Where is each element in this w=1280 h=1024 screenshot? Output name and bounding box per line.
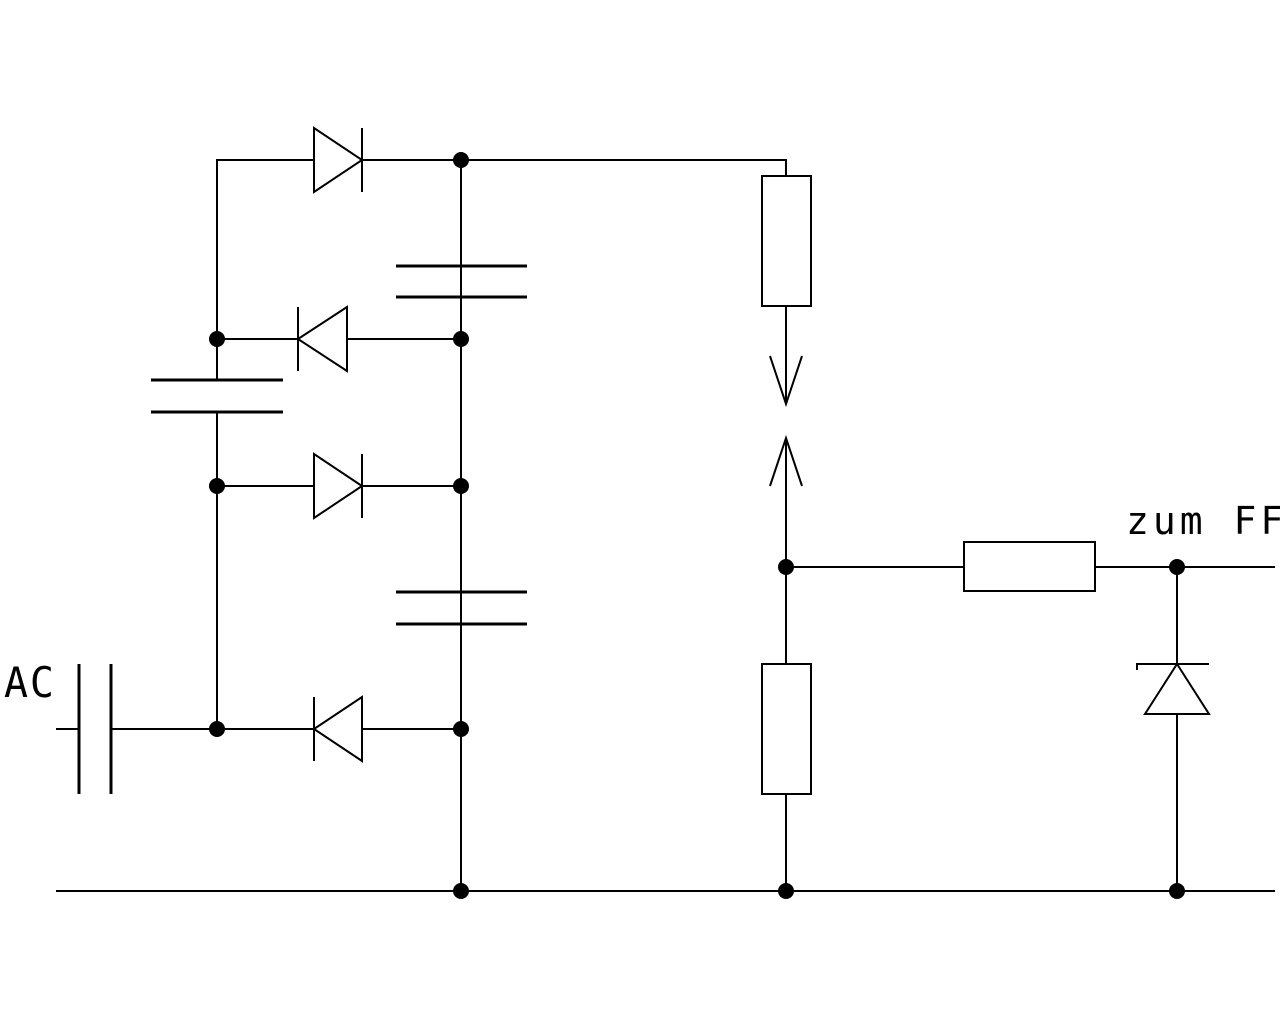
wires — [56, 159, 1275, 892]
junction-dot — [453, 478, 469, 494]
diode-4 — [312, 695, 363, 763]
ac-input-label: AC — [4, 658, 56, 707]
spark-gap — [769, 355, 803, 487]
junction-dot — [209, 721, 225, 737]
capacitors — [77, 264, 527, 794]
junction-dot — [453, 152, 469, 168]
capacitor-lower-right — [396, 590, 527, 626]
junction-dot — [453, 331, 469, 347]
junction-dot — [209, 331, 225, 347]
capacitor-ac-input — [77, 664, 113, 794]
resistors — [761, 175, 1096, 795]
spark-gap-lower-electrode — [769, 434, 803, 487]
spark-gap-upper-electrode — [769, 355, 803, 408]
junction-dot — [453, 883, 469, 899]
capacitor-left — [151, 378, 283, 414]
resistor-bottom — [761, 663, 812, 795]
junction-dot — [209, 478, 225, 494]
capacitor-upper-right — [396, 264, 527, 299]
resistor-top — [761, 175, 812, 307]
junctions — [209, 152, 1185, 899]
diodes — [296, 126, 364, 763]
resistor-series — [963, 541, 1096, 592]
junction-dot — [1169, 559, 1185, 575]
wire-top-to-resistor — [362, 159, 787, 176]
diode-3 — [313, 452, 364, 520]
diode-2 — [296, 305, 348, 373]
junction-dot — [778, 883, 794, 899]
wire-top — [216, 159, 314, 339]
junction-dot — [778, 559, 794, 575]
output-label: zum FF — [1126, 499, 1280, 543]
junction-dot — [453, 721, 469, 737]
diode-1 — [313, 126, 364, 194]
zener-diode — [1136, 662, 1211, 715]
junction-dot — [1169, 883, 1185, 899]
